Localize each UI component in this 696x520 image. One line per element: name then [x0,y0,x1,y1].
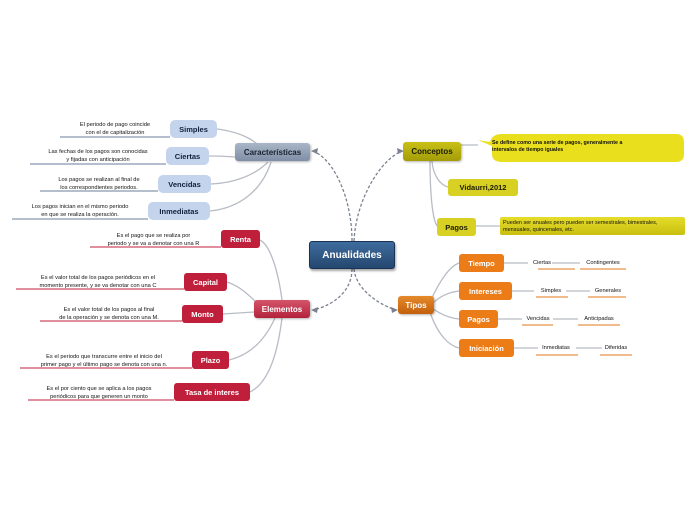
note-vencidas: Los pagos se realizan al final de los co… [58,177,140,191]
tipo-iniciacion[interactable]: Iniciación [459,339,514,357]
definition-text: Se define como una serie de pagos, gener… [492,140,623,154]
tipo-pagos-right: Anticipadas [584,316,614,322]
note-simples: El periodo de pago coincide con el de ca… [79,122,151,136]
tipo-tiempo[interactable]: Tiempo [459,254,504,272]
note-renta: Es el pago que se realiza por periodo y … [107,233,200,247]
elementos-item-capital[interactable]: Capital [184,273,227,291]
note-tasa: Es el por ciento que se aplica a los pag… [46,386,152,400]
note-inmediatas: Los pagos inician en el mismo periodo en… [31,204,129,218]
tipo-pagos[interactable]: Pagos [459,310,498,328]
definition-callout [478,134,684,162]
elementos-item-renta[interactable]: Renta [221,230,260,248]
note-capital: Es el valor total de los pagos periódico… [39,275,157,289]
tipo-iniciacion-right: Diferidas [604,345,628,351]
branch-elementos[interactable]: Elementos [254,300,310,318]
branch-conceptos[interactable]: Conceptos [403,142,461,161]
concepto-pagos[interactable]: Pagos [437,218,476,236]
tipo-intereses[interactable]: Intereses [459,282,512,300]
branch-caracteristicas[interactable]: Características [235,143,310,161]
elementos-item-tasa-de-interes[interactable]: Tasa de interes [174,383,250,401]
elementos-item-plazo[interactable]: Plazo [192,351,229,369]
tipo-tiempo-left: Ciertas [532,260,551,266]
note-ciertas: Las fechas de los pagos son conocidas y … [48,149,148,163]
caracteristicas-item-vencidas[interactable]: Vencidas [158,175,211,193]
concepto-author[interactable]: Vidaurri,2012 [448,179,518,196]
note-monto: Es el valor total de los pagos al final … [59,307,159,321]
note-plazo: Es el periodo que transcurre entre el in… [40,354,168,368]
pagos-note: Pueden ser anuales pero pueden ser semes… [500,217,685,235]
branch-tipos[interactable]: Tipos [398,296,434,314]
caracteristicas-item-simples[interactable]: Simples [170,120,217,138]
elementos-item-monto[interactable]: Monto [182,305,223,323]
tipo-tiempo-right: Contingentes [586,260,620,266]
caracteristicas-item-ciertas[interactable]: Ciertas [166,147,209,165]
tipo-iniciacion-left: Inmediatas [542,345,570,351]
caracteristicas-item-inmediatas[interactable]: Inmediatas [148,202,210,220]
tipo-pagos-left: Vencidas [526,316,550,322]
tipo-intereses-left: Simples [540,288,562,294]
central-topic[interactable]: Anualidades [309,241,395,269]
tipo-intereses-right: Generales [594,288,622,294]
